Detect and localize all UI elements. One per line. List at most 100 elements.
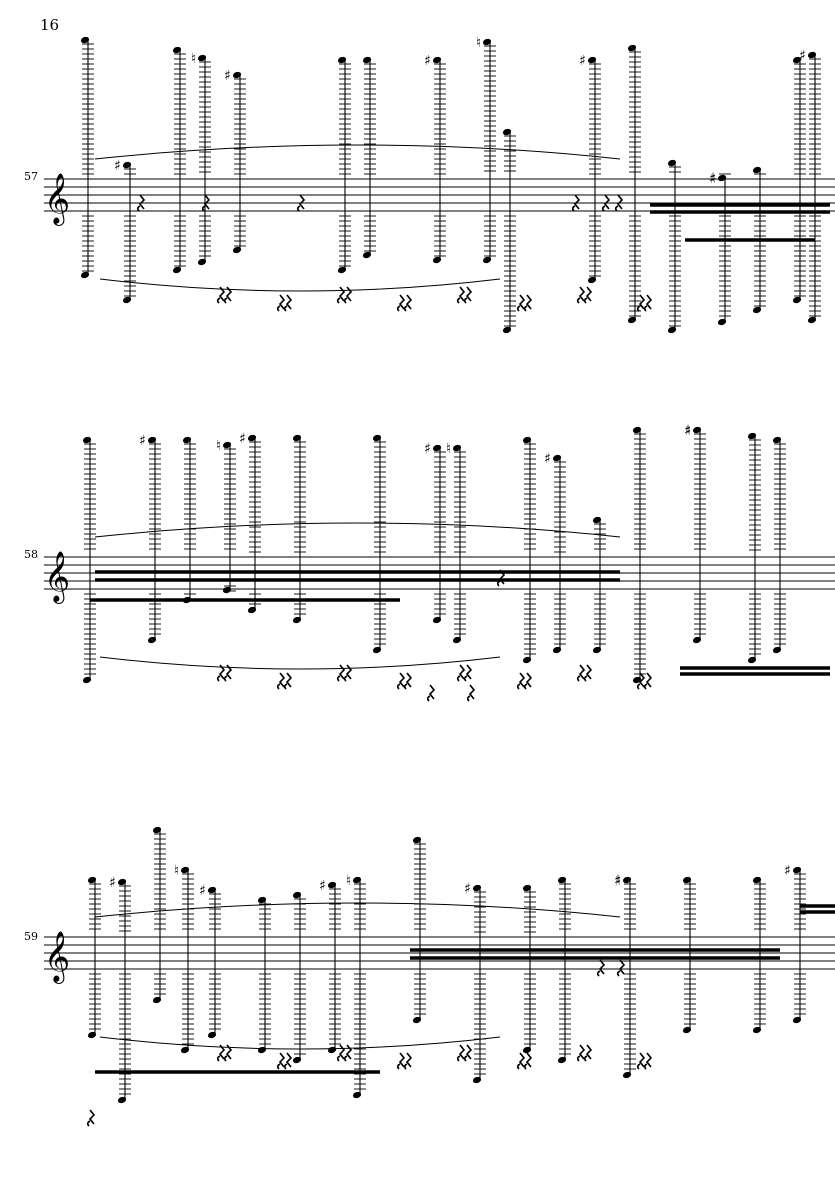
notehead — [522, 884, 532, 892]
rest — [463, 286, 473, 304]
notehead — [557, 1056, 567, 1064]
sharp-icon: ♯ — [224, 68, 231, 84]
notehead — [752, 876, 762, 884]
notehead — [180, 866, 190, 874]
notehead — [752, 306, 762, 314]
notehead — [632, 426, 642, 434]
notehead — [432, 444, 442, 452]
notehead — [772, 436, 782, 444]
sharp-icon: ♯ — [799, 48, 806, 64]
rest — [643, 672, 653, 690]
measure-number: 57 — [24, 170, 38, 183]
notehead — [452, 636, 462, 644]
rest — [523, 294, 533, 312]
notehead — [80, 36, 90, 44]
rest — [296, 194, 306, 212]
rest — [223, 664, 233, 682]
notehead — [80, 271, 90, 279]
notehead — [592, 516, 602, 524]
notehead — [502, 326, 512, 334]
rest — [216, 1044, 226, 1062]
notehead — [622, 1071, 632, 1079]
notehead — [557, 876, 567, 884]
treble-clef-icon: 𝄞 — [44, 551, 70, 604]
notehead — [257, 896, 267, 904]
notehead — [432, 616, 442, 624]
notehead — [482, 38, 492, 46]
rest — [523, 1052, 533, 1070]
sharp-icon: ♯ — [424, 53, 431, 69]
rest — [276, 294, 286, 312]
notehead — [622, 876, 632, 884]
sharp-icon: ♯ — [544, 451, 551, 467]
notehead — [682, 1026, 692, 1034]
notehead — [82, 436, 92, 444]
notehead — [147, 636, 157, 644]
notehead — [372, 646, 382, 654]
notehead — [352, 1091, 362, 1099]
notehead — [232, 71, 242, 79]
notehead — [232, 246, 242, 254]
rest — [583, 664, 593, 682]
notehead — [82, 676, 92, 684]
treble-clef-icon: 𝄞 — [44, 173, 70, 226]
natural-icon: ♮ — [476, 35, 481, 51]
notehead — [122, 161, 132, 169]
rest — [396, 294, 406, 312]
rest — [456, 664, 466, 682]
notehead — [247, 606, 257, 614]
notehead — [587, 276, 597, 284]
slur — [94, 902, 621, 918]
rest — [283, 672, 293, 690]
sharp-icon: ♯ — [784, 863, 791, 879]
rest — [343, 286, 353, 304]
slur — [99, 656, 501, 670]
notehead — [592, 646, 602, 654]
rest — [616, 959, 626, 977]
notehead — [197, 258, 207, 266]
notehead — [207, 1031, 217, 1039]
notehead — [292, 1056, 302, 1064]
rest — [426, 684, 436, 702]
rest — [216, 286, 226, 304]
rest — [456, 286, 466, 304]
natural-icon: ♮ — [616, 873, 621, 889]
slur — [99, 1036, 501, 1050]
natural-icon: ♮ — [216, 438, 221, 454]
treble-clef-icon: 𝄞 — [44, 931, 70, 984]
notehead — [552, 454, 562, 462]
notehead — [87, 876, 97, 884]
notehead — [432, 256, 442, 264]
notehead — [667, 159, 677, 167]
rest — [576, 1044, 586, 1062]
notehead — [717, 318, 727, 326]
notehead — [807, 51, 817, 59]
sharp-icon: ♯ — [709, 171, 716, 187]
notehead — [792, 56, 802, 64]
sharp-icon: ♯ — [199, 883, 206, 899]
slur — [94, 522, 621, 538]
notehead — [180, 1046, 190, 1054]
rest — [576, 286, 586, 304]
notehead — [292, 434, 302, 442]
rest — [343, 664, 353, 682]
notehead — [372, 434, 382, 442]
notehead — [717, 174, 727, 182]
notehead — [552, 646, 562, 654]
rest — [456, 1044, 466, 1062]
rest — [583, 1044, 593, 1062]
notehead — [747, 432, 757, 440]
notehead — [452, 444, 462, 452]
notehead — [482, 256, 492, 264]
notehead — [412, 1016, 422, 1024]
notehead — [682, 876, 692, 884]
notehead — [207, 886, 217, 894]
notehead — [772, 646, 782, 654]
rest — [403, 672, 413, 690]
notehead — [752, 166, 762, 174]
notehead — [692, 426, 702, 434]
rest — [223, 286, 233, 304]
notehead — [122, 296, 132, 304]
notehead — [792, 866, 802, 874]
